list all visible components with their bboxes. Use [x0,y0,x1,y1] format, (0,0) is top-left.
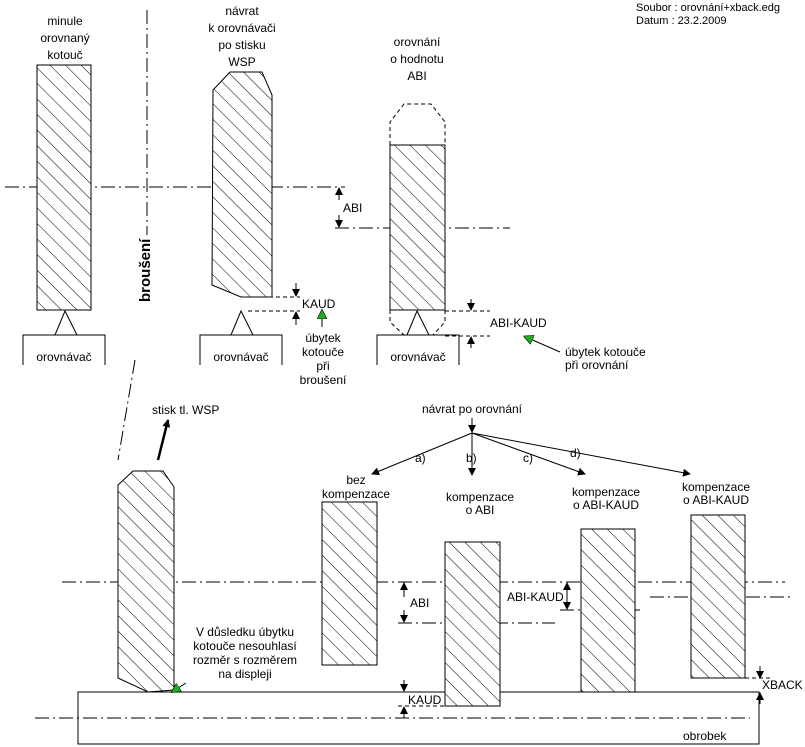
loss-dressing-1: úbytek kotouče [565,345,646,359]
wheel-option-b [444,541,501,707]
branch-c-label: c) [523,451,533,465]
option-a-title-2: kompenzace [322,487,390,501]
dresser-base-1 [22,334,106,365]
col3-title-1: orovnání [394,35,441,49]
stisk-label: stisk tl. WSP [152,403,219,417]
wheel-return [211,71,273,298]
col2-title-1: návrat [225,4,259,18]
branch-c-arrow [471,432,586,476]
col2-title-2: k orovnávači [208,21,275,35]
workpiece-label: obrobek [683,729,727,743]
col1-title-3: kotouč [47,48,82,62]
separator-line-bottom [117,359,136,461]
kaud-label-top: KAUD [302,297,336,311]
abi-kaud-label-top: ABI-KAUD [490,316,547,330]
wheel-previous [36,64,92,311]
wheel-option-c [580,528,636,693]
wheel-dressed [389,144,446,311]
col2-title-3: po stisku [218,38,265,52]
branch-b-label: b) [466,451,477,465]
option-b-title-2: o ABI [466,503,495,517]
file-name-label: Soubor : orovnání+xback.edg [636,2,780,14]
abi-label-top: ABI [343,201,362,215]
dresser-label-3: orovnávač [390,350,445,364]
branch-d-arrow [471,432,691,477]
abi-label-bottom: ABI [410,596,429,610]
option-d-title-1: kompenzace [682,480,750,494]
dresser-base-3 [376,334,460,365]
branch-d-label: d) [570,446,581,460]
note-line-2: kotouče nesouhlasí [193,639,297,653]
option-a-title-1: bez [346,473,365,487]
dresser-tip-3 [406,309,430,336]
note-line-3: rozměr s rozměrem [193,653,297,667]
wheel-option-d [690,514,746,679]
wheel-dressed-bottom-outline [389,310,446,336]
note-line-1: V důsledku úbytku [196,625,294,639]
wheel-removed-outline [389,103,446,145]
loss-dressing-arrow [528,338,561,353]
wsp-arrow [156,419,171,461]
col1-title-1: minule [47,14,83,28]
option-d-title-2: o ABI-KAUD [683,493,749,507]
loss-grinding-2: kotouče [302,345,344,359]
col3-title-2: o hodnotu [390,52,443,66]
file-date-label: Datum : 23.2.2009 [636,15,727,27]
kaud-label-bottom: KAUD [408,693,442,707]
col3-title-3: ABI [407,69,426,83]
dresser-label-1: orovnávač [36,350,91,364]
wheel-grinding [117,470,175,693]
wheel-option-a [321,501,378,666]
brouseni-label: broušení [137,238,154,302]
loss-grinding-4: broušení [300,373,347,387]
dresser-base-2 [199,334,283,365]
option-c-title-1: kompenzace [572,485,640,499]
col1-title-2: orovnaný [40,31,89,45]
xback-label: XBACK [762,678,803,692]
branch-a-label: a) [415,451,426,465]
note-line-4: na displeji [218,667,271,681]
loss-grinding-1: úbytek [305,331,341,345]
branch-a-arrow [371,432,473,476]
dresser-tip-1 [54,309,78,336]
abi-kaud-label-bottom: ABI-KAUD [507,590,564,604]
loss-grinding-3: při [316,359,329,373]
option-c-title-2: o ABI-KAUD [573,498,639,512]
dresser-label-2: orovnávač [213,350,268,364]
col2-title-4: WSP [228,55,255,69]
navrat-label: návrat po orovnání [422,402,523,416]
option-b-title-1: kompenzace [446,490,514,504]
dresser-tip-2 [230,309,254,336]
loss-dressing-2: při orovnání [565,358,629,372]
note-arrow [175,682,187,690]
